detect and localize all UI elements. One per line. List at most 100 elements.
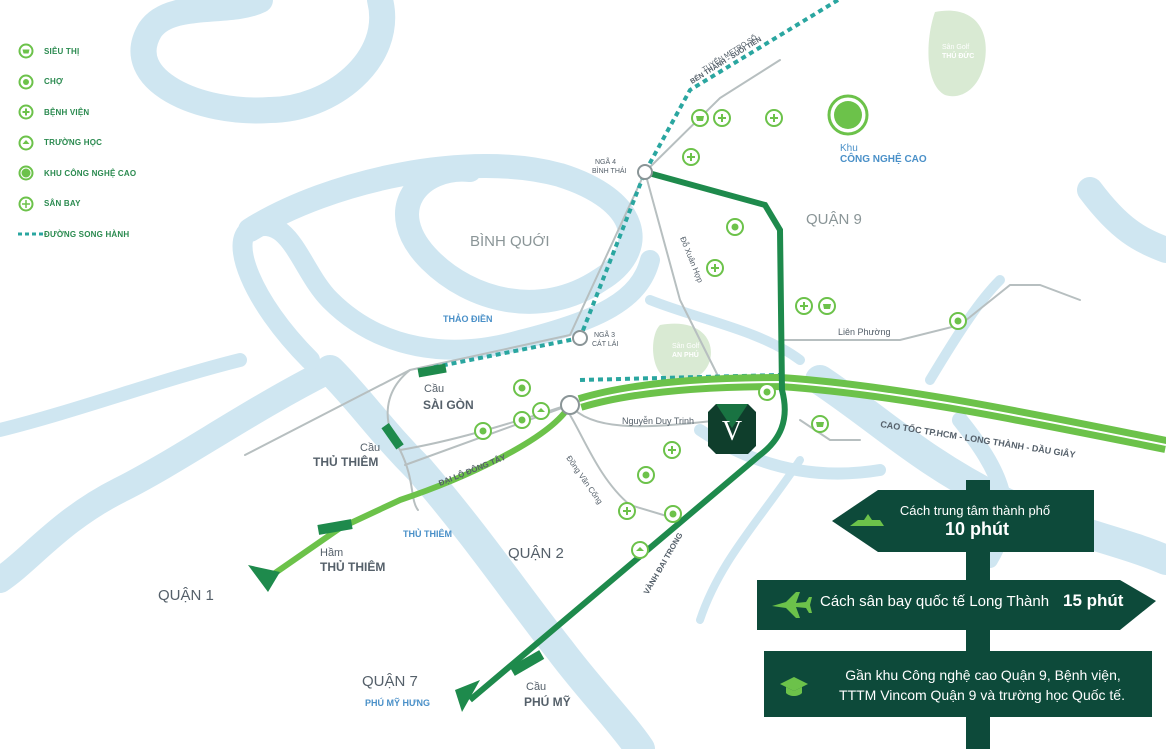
sign-airport-time: 15 phút	[1063, 591, 1124, 610]
legend-item-parallel-road: ĐƯỜNG SONG HÀNH	[18, 219, 168, 250]
label-cau-phu-my-prefix: Cầu	[526, 681, 546, 693]
label-thu-duc: THỦ ĐỨC	[942, 51, 974, 60]
label-ham-prefix: Hầm	[320, 547, 343, 559]
parallel-road-line	[18, 231, 44, 237]
school-icon	[532, 402, 550, 420]
area-quan1: QUẬN 1	[158, 587, 214, 604]
market-icon	[949, 312, 967, 330]
label-nga3: NGÃ 3	[594, 330, 615, 339]
sign-facilities-line1: Gần khu Công nghệ cao Quận 9, Bệnh viện,	[845, 667, 1121, 683]
arrow-quan1	[248, 565, 280, 592]
supermarket-icon	[811, 415, 829, 433]
amenity-icons	[474, 109, 967, 559]
label-khu: Khu	[840, 143, 858, 154]
label-an-phu: AN PHÚ	[672, 350, 699, 359]
hospital-icon	[682, 148, 700, 166]
bridge-thu-thiem	[381, 423, 404, 450]
area-thao-dien: THẢO ĐIỀN	[443, 313, 493, 324]
tunnel-thu-thiem	[317, 519, 353, 535]
label-dong-van-cong: Đồng Văn Cống	[564, 454, 604, 506]
label-binh-thai: BÌNH THÁI	[592, 166, 627, 175]
label-thu-thiem-bridge: THỦ THIÊM	[313, 454, 378, 469]
sign-facilities-line2: TTTM Vincom Quận 9 và trường học Quốc tế…	[839, 687, 1125, 703]
school-icon	[631, 541, 649, 559]
market-icon	[664, 505, 682, 523]
supermarket-icon	[18, 43, 44, 59]
legend-item-airport: SÂN BAY	[18, 189, 168, 220]
hospital-icon	[706, 259, 724, 277]
legend-item-school: TRƯỜNG HỌC	[18, 128, 168, 159]
area-quan9: QUẬN 9	[806, 211, 862, 228]
label-dai-lo-dong-tay: ĐẠI LỘ ĐÔNG TÂY	[437, 452, 507, 487]
vanh-dai-trong-road	[468, 169, 788, 703]
junction-binh-thai	[637, 164, 653, 180]
sign-airport-text: Cách sân bay quốc tế Long Thành	[820, 593, 1049, 610]
legend-item-market: CHỢ	[18, 67, 168, 98]
label-do-xuan-hop: Đỗ Xuân Hợp	[678, 235, 705, 284]
airport-icon	[18, 196, 44, 212]
legend-label: SÂN BAY	[44, 199, 81, 209]
school-icon	[18, 135, 44, 151]
legend-label: BỆNH VIỆN	[44, 107, 90, 117]
graduation-cap-icon	[780, 677, 808, 696]
label-cat-lai: CÁT LÁI	[592, 339, 618, 348]
bridge-sai-gon	[417, 363, 447, 378]
sign-center-line1: Cách trung tâm thành phố	[900, 503, 1050, 518]
label-lien-phuong: Liên Phường	[838, 327, 890, 337]
legend-label: KHU CÔNG NGHỆ CAO	[44, 168, 137, 178]
legend-label: SIÊU THỊ	[44, 46, 80, 56]
project-marker[interactable]: V	[708, 404, 756, 454]
sign-center	[832, 490, 1094, 552]
map-legend: SIÊU THỊ CHỢ BỆNH VIỆN TRƯỜNG HỌC KHU CÔ…	[18, 36, 168, 250]
label-san-golf-an-phu: Sân Golf	[672, 343, 699, 350]
label-phu-my: PHÚ MỸ	[524, 694, 571, 709]
market-icon	[726, 218, 744, 236]
hospital-icon	[663, 441, 681, 459]
arrow-quan7	[455, 680, 480, 712]
label-vanh-dai-trong: VÀNH ĐAI TRONG	[642, 531, 685, 596]
hospital-icon	[618, 502, 636, 520]
area-quan2: QUẬN 2	[508, 545, 564, 562]
legend-item-hitech: KHU CÔNG NGHỆ CAO	[18, 158, 168, 189]
sign-airport	[757, 580, 1156, 630]
market-icon	[513, 379, 531, 397]
market-icon	[513, 411, 531, 429]
dai-lo-dong-tay-road	[263, 403, 573, 583]
area-thu-thiem: THỦ THIÊM	[403, 528, 452, 539]
hospital-icon	[18, 104, 44, 120]
hospital-icon	[795, 297, 813, 315]
golf-an-phu-area	[653, 323, 711, 381]
label-sai-gon: SÀI GÒN	[423, 397, 474, 412]
airport-icon	[772, 592, 812, 618]
label-cau-sai-gon-prefix: Cầu	[424, 383, 444, 395]
area-quan7: QUẬN 7	[362, 673, 418, 690]
market-icon	[474, 422, 492, 440]
area-binh-quoi: BÌNH QUỚI	[470, 233, 550, 250]
golf-thu-duc-area	[928, 10, 986, 97]
junction-cat-lai	[572, 330, 588, 346]
area-phu-my-hung: PHÚ MỸ HƯNG	[365, 697, 430, 708]
label-nga4: NGÃ 4	[595, 157, 616, 166]
label-nguyen-duy-trinh: Nguyễn Duy Trinh	[622, 416, 694, 426]
label-san-golf-thu-duc: Sân Golf	[942, 44, 969, 51]
hospital-icon	[765, 109, 783, 127]
hitech-park-icon	[18, 165, 44, 181]
supermarket-icon	[691, 109, 709, 127]
legend-label: ĐƯỜNG SONG HÀNH	[44, 229, 130, 239]
junction-interchange	[560, 395, 580, 415]
sign-center-time: 10 phút	[945, 519, 1009, 539]
sign-facilities	[764, 651, 1152, 717]
label-cau-thu-thiem-prefix: Cầu	[360, 442, 380, 454]
city-center-icon	[850, 514, 884, 526]
legend-item-supermarket: SIÊU THỊ	[18, 36, 168, 67]
label-ham-thu-thiem: THỦ THIÊM	[320, 559, 385, 574]
project-letter: V	[722, 416, 742, 447]
market-icon	[758, 383, 776, 401]
label-cong-nghe-cao: CÔNG NGHỆ CAO	[840, 152, 927, 165]
bridge-phu-my	[509, 650, 545, 676]
hospital-icon	[713, 109, 731, 127]
market-icon	[637, 466, 655, 484]
market-icon	[18, 74, 44, 90]
legend-item-hospital: BỆNH VIỆN	[18, 97, 168, 128]
